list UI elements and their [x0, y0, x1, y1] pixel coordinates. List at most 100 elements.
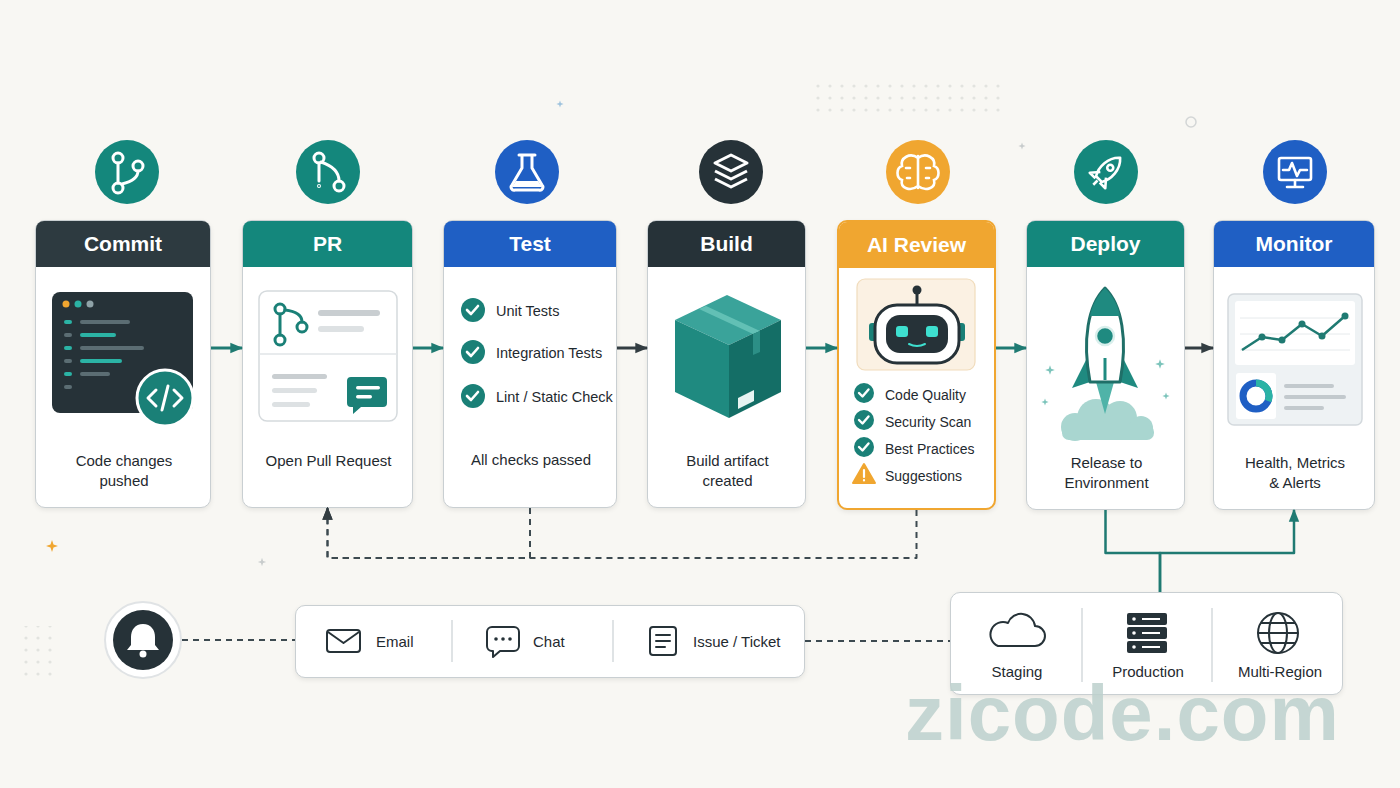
code-window-illustration: [137, 370, 193, 426]
node-text: All checks passed: [444, 450, 618, 470]
code-window-illustration: [148, 386, 182, 410]
robot-illustration: [896, 326, 908, 337]
check-icon: [854, 410, 874, 430]
environment-icons: [1258, 613, 1298, 653]
flow-arrow: [996, 347, 1026, 350]
rocket-illustration: [1120, 352, 1138, 388]
pull-request-card-illustration: [318, 326, 364, 332]
stage-title: AI Review: [839, 222, 994, 268]
dashboard-illustration: [1240, 334, 1350, 335]
flow-arrow: [1185, 347, 1213, 350]
environment-icons: [1258, 623, 1298, 643]
notification-icons: [612, 620, 614, 662]
monitor-icon: [1263, 140, 1327, 204]
node-text: Release to Environment: [1047, 453, 1166, 493]
notification-icons: [494, 637, 498, 641]
pull-request-card-illustration: [279, 314, 282, 335]
node-text: Security Scan: [885, 413, 971, 431]
rocket-illustration: [1090, 288, 1120, 316]
node-text: Staging: [957, 662, 1077, 682]
rocket-illustration: [1045, 365, 1055, 375]
pull-request-card-illustration: [272, 374, 327, 379]
pull-request-card-illustration: [275, 304, 285, 314]
rocket-illustration: [1061, 413, 1089, 441]
dashboard-illustration: [1284, 395, 1346, 399]
monitor-icon: [1279, 158, 1311, 187]
bell-icon: [105, 602, 295, 678]
stage-box: TestUnit TestsIntegration TestsLint / St…: [443, 220, 617, 508]
notification-icons: [650, 627, 676, 655]
package-box-illustration: [753, 331, 760, 355]
code-window-illustration: [64, 385, 72, 389]
environment-icons: [1081, 608, 1083, 682]
check-icon: [461, 384, 485, 408]
pull-request-card-illustration: [356, 395, 372, 399]
node-text: Suggestions: [885, 467, 962, 485]
environment-icons: [1269, 613, 1287, 653]
environment-icons: [1127, 613, 1167, 625]
brain-icon: [898, 156, 939, 189]
rocket-illustration: [1104, 358, 1107, 380]
rocket-icon: [1106, 164, 1114, 172]
monitor-icon: [1263, 140, 1327, 204]
dashboard-illustration: [1284, 384, 1334, 388]
package-box-illustration: [675, 320, 729, 418]
flask-icon: [511, 155, 543, 190]
stage-title: Monitor: [1214, 221, 1374, 267]
pull-request-card-illustration: [275, 304, 307, 345]
node-text: Issue / Ticket: [693, 632, 781, 652]
robot-illustration: [886, 315, 948, 353]
background-decor: [812, 80, 1002, 114]
commit-icon: [113, 183, 123, 193]
dashboard-illustration: [1228, 294, 1362, 425]
environment-icons: [1142, 646, 1160, 648]
code-window-illustration: [64, 359, 72, 363]
brain-icon: [886, 140, 950, 204]
notification-icons: [451, 620, 453, 662]
dashboard-illustration: [1235, 301, 1355, 365]
flow-arrow: [211, 347, 242, 350]
commit-icon: [122, 171, 138, 184]
code-window-illustration: [80, 320, 130, 324]
pull-request-icon: [296, 140, 360, 204]
check-icon: [461, 298, 485, 408]
layers-icon: [715, 155, 747, 187]
node-text: Unit Tests: [496, 301, 559, 321]
notification-icons: [327, 630, 360, 652]
background-decor: [258, 558, 266, 566]
check-icon: [854, 383, 874, 457]
code-window-illustration: [63, 301, 70, 308]
check-icon: [859, 417, 869, 424]
environment-icons: [1142, 632, 1160, 634]
rocket-illustration: [1041, 288, 1169, 441]
node-text: Code changes pushed: [59, 451, 189, 491]
rocket-illustration: [1041, 398, 1048, 405]
pull-request-card-illustration: [259, 291, 397, 421]
node-text: Multi-Region: [1220, 662, 1340, 682]
pull-request-card-illustration: [275, 335, 285, 345]
package-box-illustration: [729, 320, 781, 418]
code-window-illustration: [80, 372, 110, 376]
layers-icon: [715, 179, 747, 187]
node-text: Production: [1088, 662, 1208, 682]
stage-title: Commit: [36, 221, 210, 267]
background-decor: [1018, 142, 1025, 149]
connector-group: [211, 348, 1294, 641]
dashboard-illustration: [1256, 383, 1269, 401]
commit-icon: [133, 161, 143, 171]
node-text: Integration Tests: [496, 343, 602, 363]
stage-title: Deploy: [1027, 221, 1184, 267]
pull-request-card-illustration: [297, 322, 307, 332]
pull-request-icon: [314, 153, 344, 191]
dashed-connector: [328, 508, 531, 558]
notification-icons: [327, 620, 676, 662]
flow-arrow: [806, 347, 837, 350]
environment-icons: [1132, 645, 1136, 649]
dashboard-illustration: [1243, 383, 1269, 409]
rocket-icon: [1074, 140, 1138, 204]
stage-box: CommitCode changes pushed: [35, 220, 211, 508]
pull-request-card-illustration: [272, 388, 317, 393]
notification-icons: [328, 632, 359, 643]
background-decor: [46, 540, 58, 552]
